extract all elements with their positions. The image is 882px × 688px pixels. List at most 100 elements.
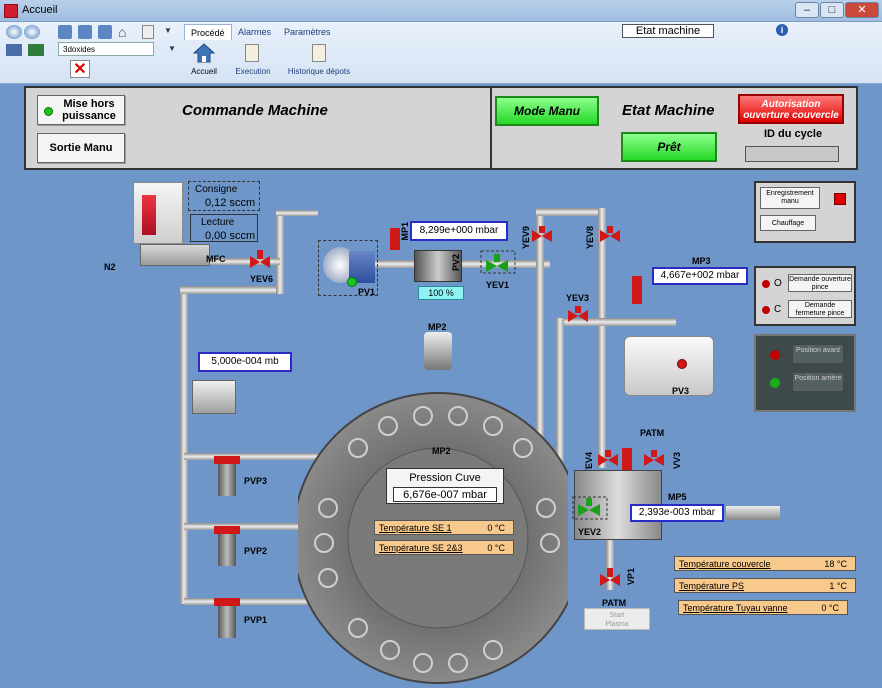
n2-label: N2 — [104, 262, 116, 272]
mfc-display — [142, 195, 156, 235]
pipe-yev2-vertical — [556, 318, 564, 478]
yev1-label: YEV1 — [486, 280, 510, 290]
pvp3-valve[interactable] — [214, 456, 240, 496]
tab-alarmes[interactable]: Alarmes — [238, 27, 272, 37]
chauffage-button[interactable]: Chauffage — [760, 215, 816, 231]
vv3-valve-icon[interactable] — [642, 448, 666, 472]
commande-title: Commande Machine — [182, 102, 328, 119]
home-icon[interactable] — [192, 42, 216, 64]
pvp3-actuator-icon — [214, 456, 240, 464]
id-cycle-label: ID du cycle — [764, 128, 823, 140]
mfc-device — [133, 182, 183, 244]
historique-label[interactable]: Historique dépots — [287, 67, 351, 76]
forward-icon[interactable] — [24, 25, 40, 39]
left-gauge-icon — [192, 380, 236, 414]
etat-title: Etat Machine — [622, 102, 715, 119]
consigne-label: Consigne — [195, 184, 238, 195]
enregistrement-button[interactable]: Enregistrement manu — [760, 187, 820, 209]
c-led-icon — [762, 306, 770, 314]
config-field[interactable]: 3doxides — [58, 42, 154, 56]
minimize-button[interactable]: – — [795, 2, 819, 18]
mp5-label: MP5 — [668, 492, 687, 502]
pipe-pvp1 — [184, 598, 354, 605]
info-icon[interactable]: i — [776, 24, 788, 36]
position-avant-button[interactable]: Position avant — [792, 344, 844, 364]
record-indicator-icon — [834, 193, 846, 205]
temp-se23-value: 0 °C — [487, 543, 505, 553]
maximize-button[interactable]: □ — [820, 2, 844, 18]
dropdown-icon[interactable]: ▼ — [164, 26, 172, 35]
mode-manu-button[interactable]: Mode Manu — [495, 96, 599, 126]
prev-icon[interactable] — [78, 25, 92, 39]
next-icon[interactable] — [98, 25, 112, 39]
execution-label[interactable]: Execution — [235, 67, 271, 76]
mfc-base — [140, 244, 210, 266]
consigne-value[interactable]: 0,12 sccm — [205, 197, 256, 209]
pret-status: Prêt — [621, 132, 717, 162]
pv2-valve[interactable] — [414, 250, 462, 282]
ribbon-expand-icon[interactable]: ▼ — [168, 44, 176, 53]
yev9-valve-icon[interactable] — [530, 224, 556, 248]
yev4-valve-icon[interactable] — [596, 448, 620, 472]
demande-fermeture-button[interactable]: Demande fermeture pince — [788, 300, 852, 318]
position-arriere-button[interactable]: Position arrière — [792, 372, 844, 392]
mp5-value: 2,393e-003 mbar — [630, 504, 724, 522]
tab-parametres[interactable]: Paramètres — [284, 27, 331, 37]
back-icon[interactable] — [6, 25, 22, 39]
etat-machine-button[interactable]: Etat machine — [622, 24, 714, 38]
temp-couvercle-label[interactable]: Température couvercle — [679, 559, 771, 569]
temp-se23: Température SE 2&3 0 °C — [374, 540, 514, 555]
yev8-valve-icon[interactable] — [598, 224, 624, 248]
pipe-mfc-out — [210, 258, 280, 265]
sortie-manu-button[interactable]: Sortie Manu — [37, 133, 125, 163]
close-window-button[interactable]: ✕ — [845, 2, 879, 18]
yev9-label: YEV9 — [521, 226, 531, 250]
temp-couvercle: Température couvercle 18 °C — [674, 556, 856, 571]
pv2-label: PV2 — [451, 254, 461, 272]
execution-icon[interactable] — [245, 44, 259, 62]
yev2-valve-icon[interactable] — [572, 496, 608, 520]
yev6-valve-icon[interactable] — [248, 248, 274, 270]
pince-panel: O Demande ouverture pince C Demande ferm… — [754, 266, 856, 326]
temp-couvercle-value: 18 °C — [824, 559, 847, 569]
pv3-pump[interactable] — [624, 336, 714, 396]
demande-ouverture-button[interactable]: Demande ouverture pince — [788, 274, 852, 292]
vp1-label: VP1 — [626, 568, 636, 586]
autorisation-button[interactable]: Autorisation ouverture couvercle — [738, 94, 844, 124]
pipe-center-vertical — [536, 208, 544, 438]
mfc-label: MFC — [206, 254, 226, 264]
pvp1-valve[interactable] — [214, 598, 240, 638]
print-icon[interactable] — [6, 44, 22, 56]
app-icon — [4, 4, 18, 18]
users-icon[interactable] — [28, 44, 44, 56]
mise-hors-puissance-button[interactable]: Mise hors puissance — [37, 95, 125, 125]
pv1-pump[interactable] — [318, 240, 378, 296]
gauge-left-value: 5,000e-004 mb — [198, 352, 292, 372]
temp-ps-label[interactable]: Température PS — [679, 581, 745, 591]
mp3-label: MP3 — [692, 256, 711, 266]
enreg-panel: Enregistrement manu Chauffage — [754, 181, 856, 243]
temp-tuyau-label[interactable]: Température Tuyau vanne — [683, 603, 788, 613]
title-bar: Accueil – □ ✕ — [0, 0, 882, 22]
doc-small-icon[interactable] — [142, 25, 154, 39]
historique-icon[interactable] — [312, 44, 326, 62]
start-plasma-button[interactable]: Start Plasma — [584, 608, 650, 630]
patm-gauge-icon — [622, 448, 632, 470]
first-icon[interactable] — [58, 25, 72, 39]
pvp2-valve[interactable] — [214, 526, 240, 566]
home-small-icon[interactable]: ⌂ — [118, 24, 127, 40]
yev1-valve-icon[interactable] — [480, 250, 516, 274]
tab-procede[interactable]: Procédé — [184, 24, 232, 40]
accueil-label[interactable]: Accueil — [191, 67, 217, 76]
yev3-valve-icon[interactable] — [566, 304, 592, 328]
temp-se23-label[interactable]: Température SE 2&3 — [379, 543, 463, 553]
cancel-icon[interactable]: ✕ — [70, 60, 90, 78]
vp1-valve-icon[interactable] — [598, 566, 622, 592]
temp-se1-label[interactable]: Température SE 1 — [379, 523, 452, 533]
mp1-label: MP1 — [400, 222, 410, 241]
pvp3-label: PVP3 — [244, 476, 268, 486]
status-led-icon — [44, 107, 53, 116]
pvp1-actuator-icon — [214, 598, 240, 606]
pvp2-label: PVP2 — [244, 546, 268, 556]
pression-label: Pression Cuve — [409, 472, 481, 484]
